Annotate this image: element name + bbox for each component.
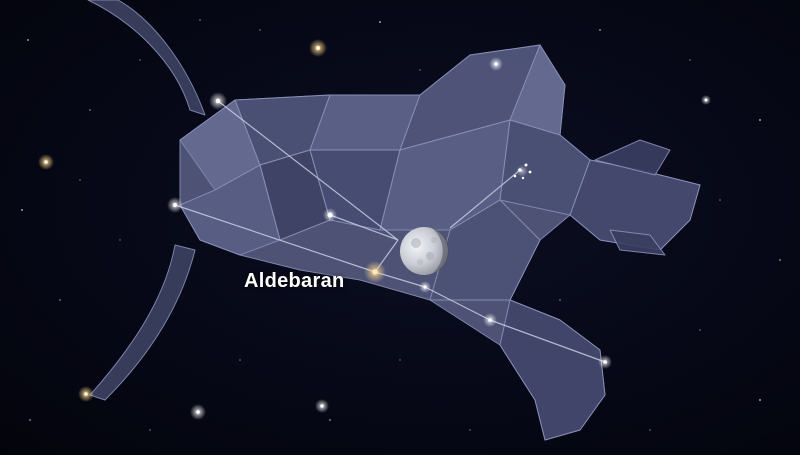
star-icon <box>323 208 337 222</box>
aldebaran-star-icon <box>364 261 386 283</box>
star-icon <box>38 154 54 170</box>
star-icon <box>598 355 612 369</box>
star-icon <box>701 95 711 105</box>
moon-icon[interactable] <box>400 227 450 275</box>
bull-figure <box>87 0 701 441</box>
constellation-lines <box>174 100 606 363</box>
star-icon <box>190 404 206 420</box>
pleiades-cluster-icon <box>513 163 532 180</box>
star-icon <box>315 399 329 413</box>
bright-stars <box>38 39 711 420</box>
star-icon <box>78 386 94 402</box>
aldebaran-label[interactable]: Aldebaran <box>244 270 345 292</box>
star-icon <box>167 197 183 213</box>
star-icon <box>209 92 227 110</box>
star-icon <box>483 313 497 327</box>
star-icon <box>419 281 431 293</box>
star-icon <box>489 57 503 71</box>
star-icon <box>309 39 327 57</box>
